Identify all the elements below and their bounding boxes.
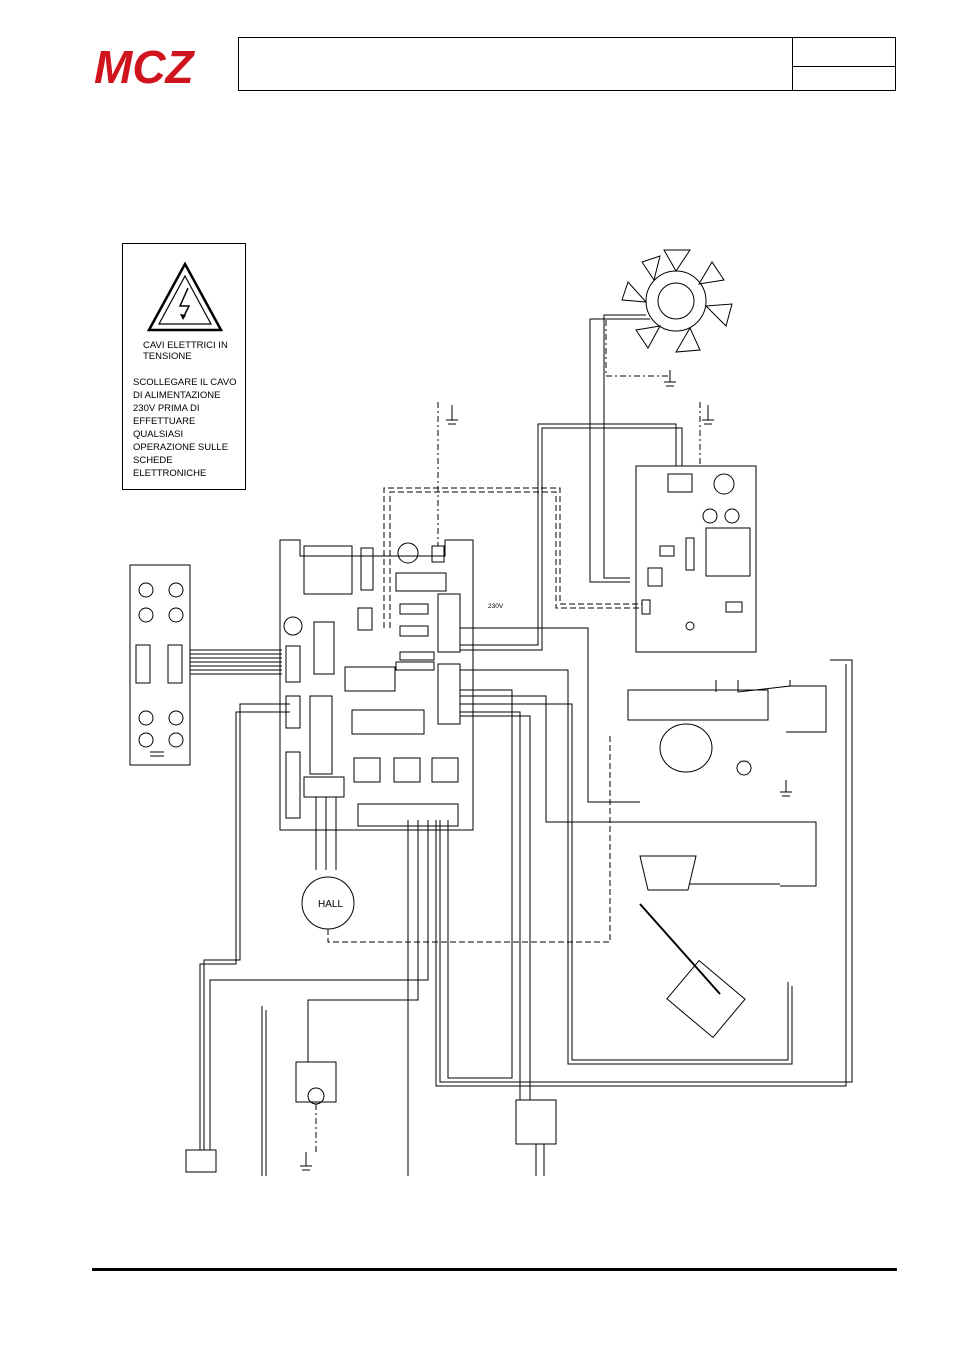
- control-panel: [129, 564, 191, 766]
- ribbon-cable: [190, 649, 282, 675]
- logo-text: MCZ: [94, 41, 196, 86]
- hall-label: HALL: [318, 899, 343, 910]
- board-terminal-label: 230V: [488, 603, 504, 610]
- mcz-logo: MCZ: [94, 41, 196, 86]
- auger-motor: [639, 855, 780, 1039]
- high-voltage-warning-icon: [147, 262, 223, 332]
- serial-connector: [185, 1149, 217, 1173]
- header-title-box: [238, 37, 896, 91]
- main-control-board: 230V: [279, 539, 504, 831]
- warning-instructions: SCOLLEGARE IL CAVO DI ALIMENTAZIONE 230V…: [133, 377, 237, 479]
- igniter-assembly: [627, 680, 827, 776]
- warning-label: CAVI ELETTRICI IN TENSIONE SCOLLEGARE IL…: [122, 243, 246, 490]
- power-plug: [515, 1099, 557, 1176]
- wiring: [199, 423, 853, 1176]
- safety-thermostat: [261, 1006, 337, 1176]
- warning-heading: CAVI ELETTRICI IN TENSIONE: [143, 340, 228, 362]
- footer-rule: [92, 1268, 897, 1271]
- ground-symbols: [300, 370, 792, 1171]
- fan-control-board: [635, 465, 757, 653]
- header-code-cell: [792, 38, 895, 90]
- exhaust-fan: [589, 249, 733, 583]
- hall-sensor: HALL: [301, 735, 611, 943]
